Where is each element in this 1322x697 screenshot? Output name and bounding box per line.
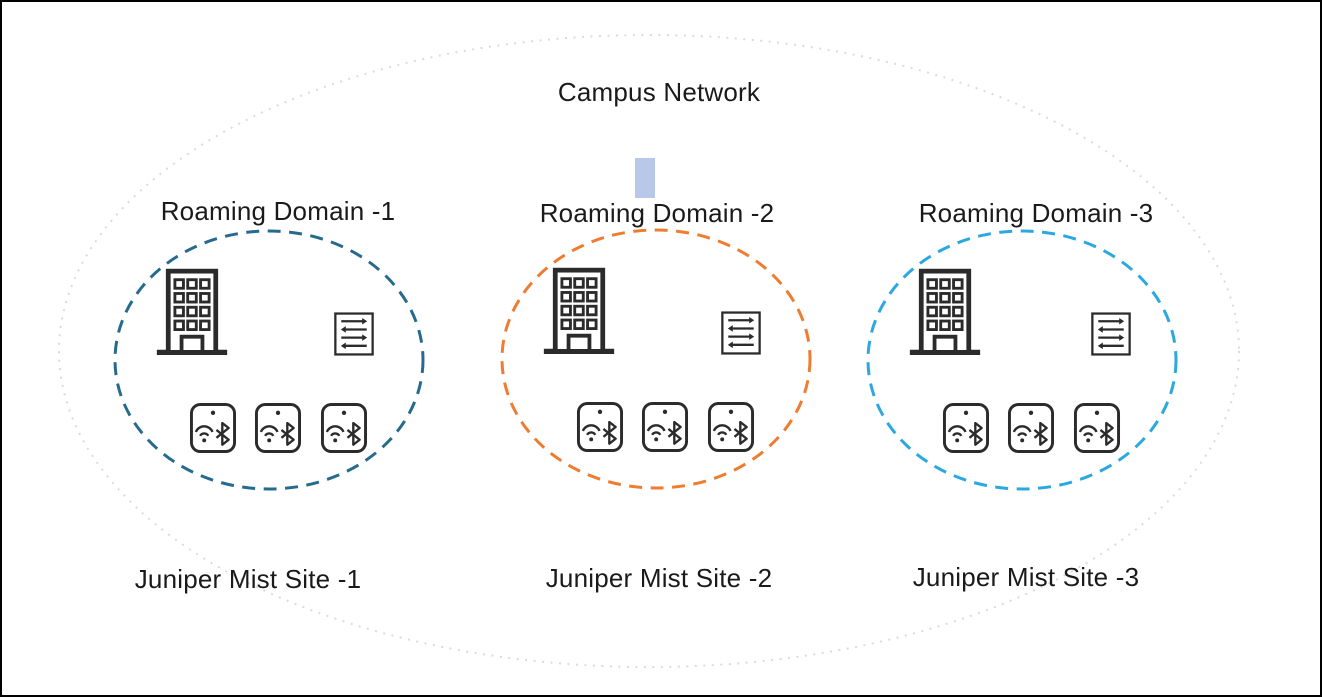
wifi-bluetooth-access-point-icon bbox=[189, 403, 237, 453]
ethernet-switch-icon bbox=[721, 311, 761, 355]
ethernet-switch-icon bbox=[1091, 312, 1131, 356]
roaming-domain-2-circle bbox=[500, 228, 812, 490]
text-cursor-highlight bbox=[635, 158, 655, 198]
roaming-domain-3-circle bbox=[866, 229, 1178, 491]
juniper-mist-site-2-label: Juniper Mist Site -2 bbox=[545, 563, 773, 593]
roaming-domain-3-label: Roaming Domain -3 bbox=[918, 198, 1154, 228]
wifi-bluetooth-access-point-icon bbox=[641, 402, 689, 452]
office-building-icon bbox=[157, 271, 227, 352]
wifi-bluetooth-access-point-icon bbox=[707, 402, 755, 452]
wifi-bluetooth-access-point-icon bbox=[254, 403, 302, 453]
wifi-bluetooth-access-point-icon bbox=[1073, 403, 1121, 453]
juniper-mist-site-1-label: Juniper Mist Site -1 bbox=[134, 564, 362, 594]
office-building-icon bbox=[910, 271, 980, 352]
wifi-bluetooth-access-point-icon bbox=[942, 403, 990, 453]
wifi-bluetooth-access-point-icon bbox=[576, 402, 624, 452]
roaming-domain-1-group bbox=[113, 229, 425, 491]
roaming-domain-1-circle bbox=[113, 229, 425, 491]
campus-boundary-ellipse bbox=[58, 34, 1240, 668]
roaming-domain-2-label: Roaming Domain -2 bbox=[539, 198, 775, 228]
roaming-domain-2-group bbox=[500, 228, 812, 490]
campus-network-title: Campus Network bbox=[557, 77, 761, 107]
wifi-bluetooth-access-point-icon bbox=[1007, 403, 1055, 453]
roaming-domain-3-group bbox=[866, 229, 1178, 491]
office-building-icon bbox=[544, 270, 614, 351]
wifi-bluetooth-access-point-icon bbox=[320, 403, 368, 453]
ethernet-switch-icon bbox=[334, 312, 374, 356]
juniper-mist-site-3-label: Juniper Mist Site -3 bbox=[912, 562, 1140, 592]
roaming-domain-1-label: Roaming Domain -1 bbox=[160, 196, 396, 226]
